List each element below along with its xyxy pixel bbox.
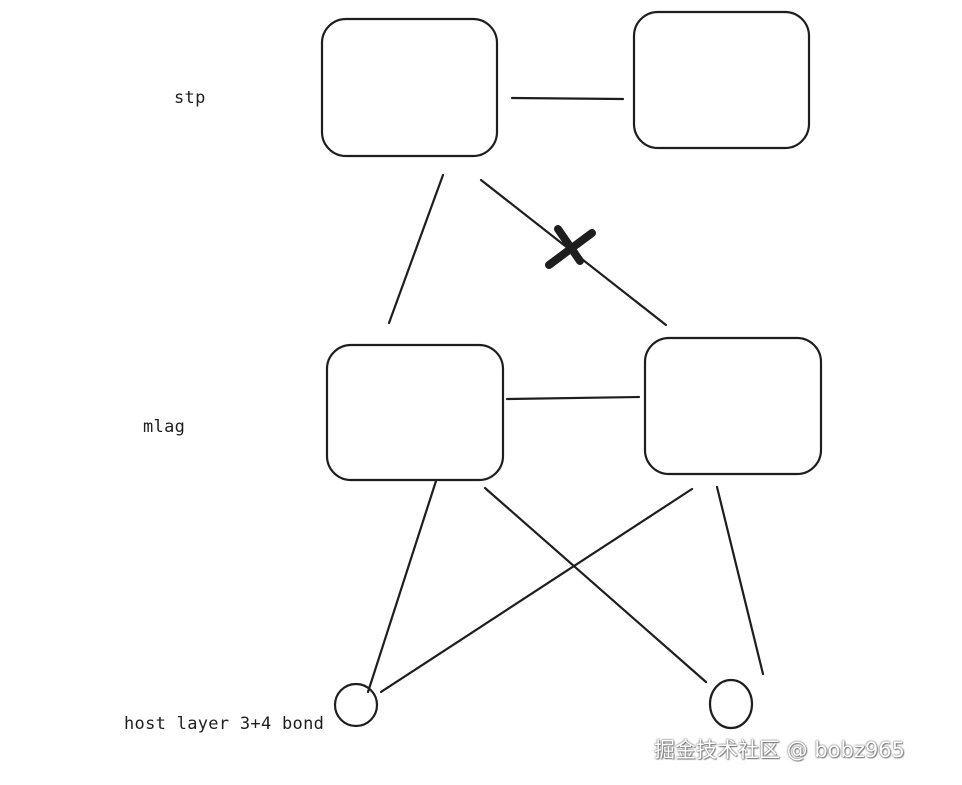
stp-switch-left (320, 17, 499, 158)
host-right (708, 678, 754, 730)
link-mlag-left-host-left (366, 479, 438, 694)
stp-layer-label: stp (174, 88, 206, 108)
mlag-peer-link (505, 395, 641, 401)
stp-switch-right (632, 10, 811, 150)
link-mlag-right-host-left (379, 487, 694, 694)
link-mlag-left-host-right (483, 486, 708, 684)
uplink-left (387, 173, 445, 325)
host-left (333, 682, 379, 728)
mlag-layer-label: mlag (143, 417, 186, 437)
watermark: 掘金技术社区 @ bobz965 (654, 738, 905, 762)
blocked-link-cross-icon (545, 225, 596, 269)
link-mlag-right-host-right (715, 485, 765, 676)
mlag-switch-right (643, 336, 823, 476)
host-bond-label: host layer 3+4 bond (124, 714, 325, 734)
mlag-switch-left (325, 343, 505, 482)
stp-peer-link (510, 96, 625, 101)
